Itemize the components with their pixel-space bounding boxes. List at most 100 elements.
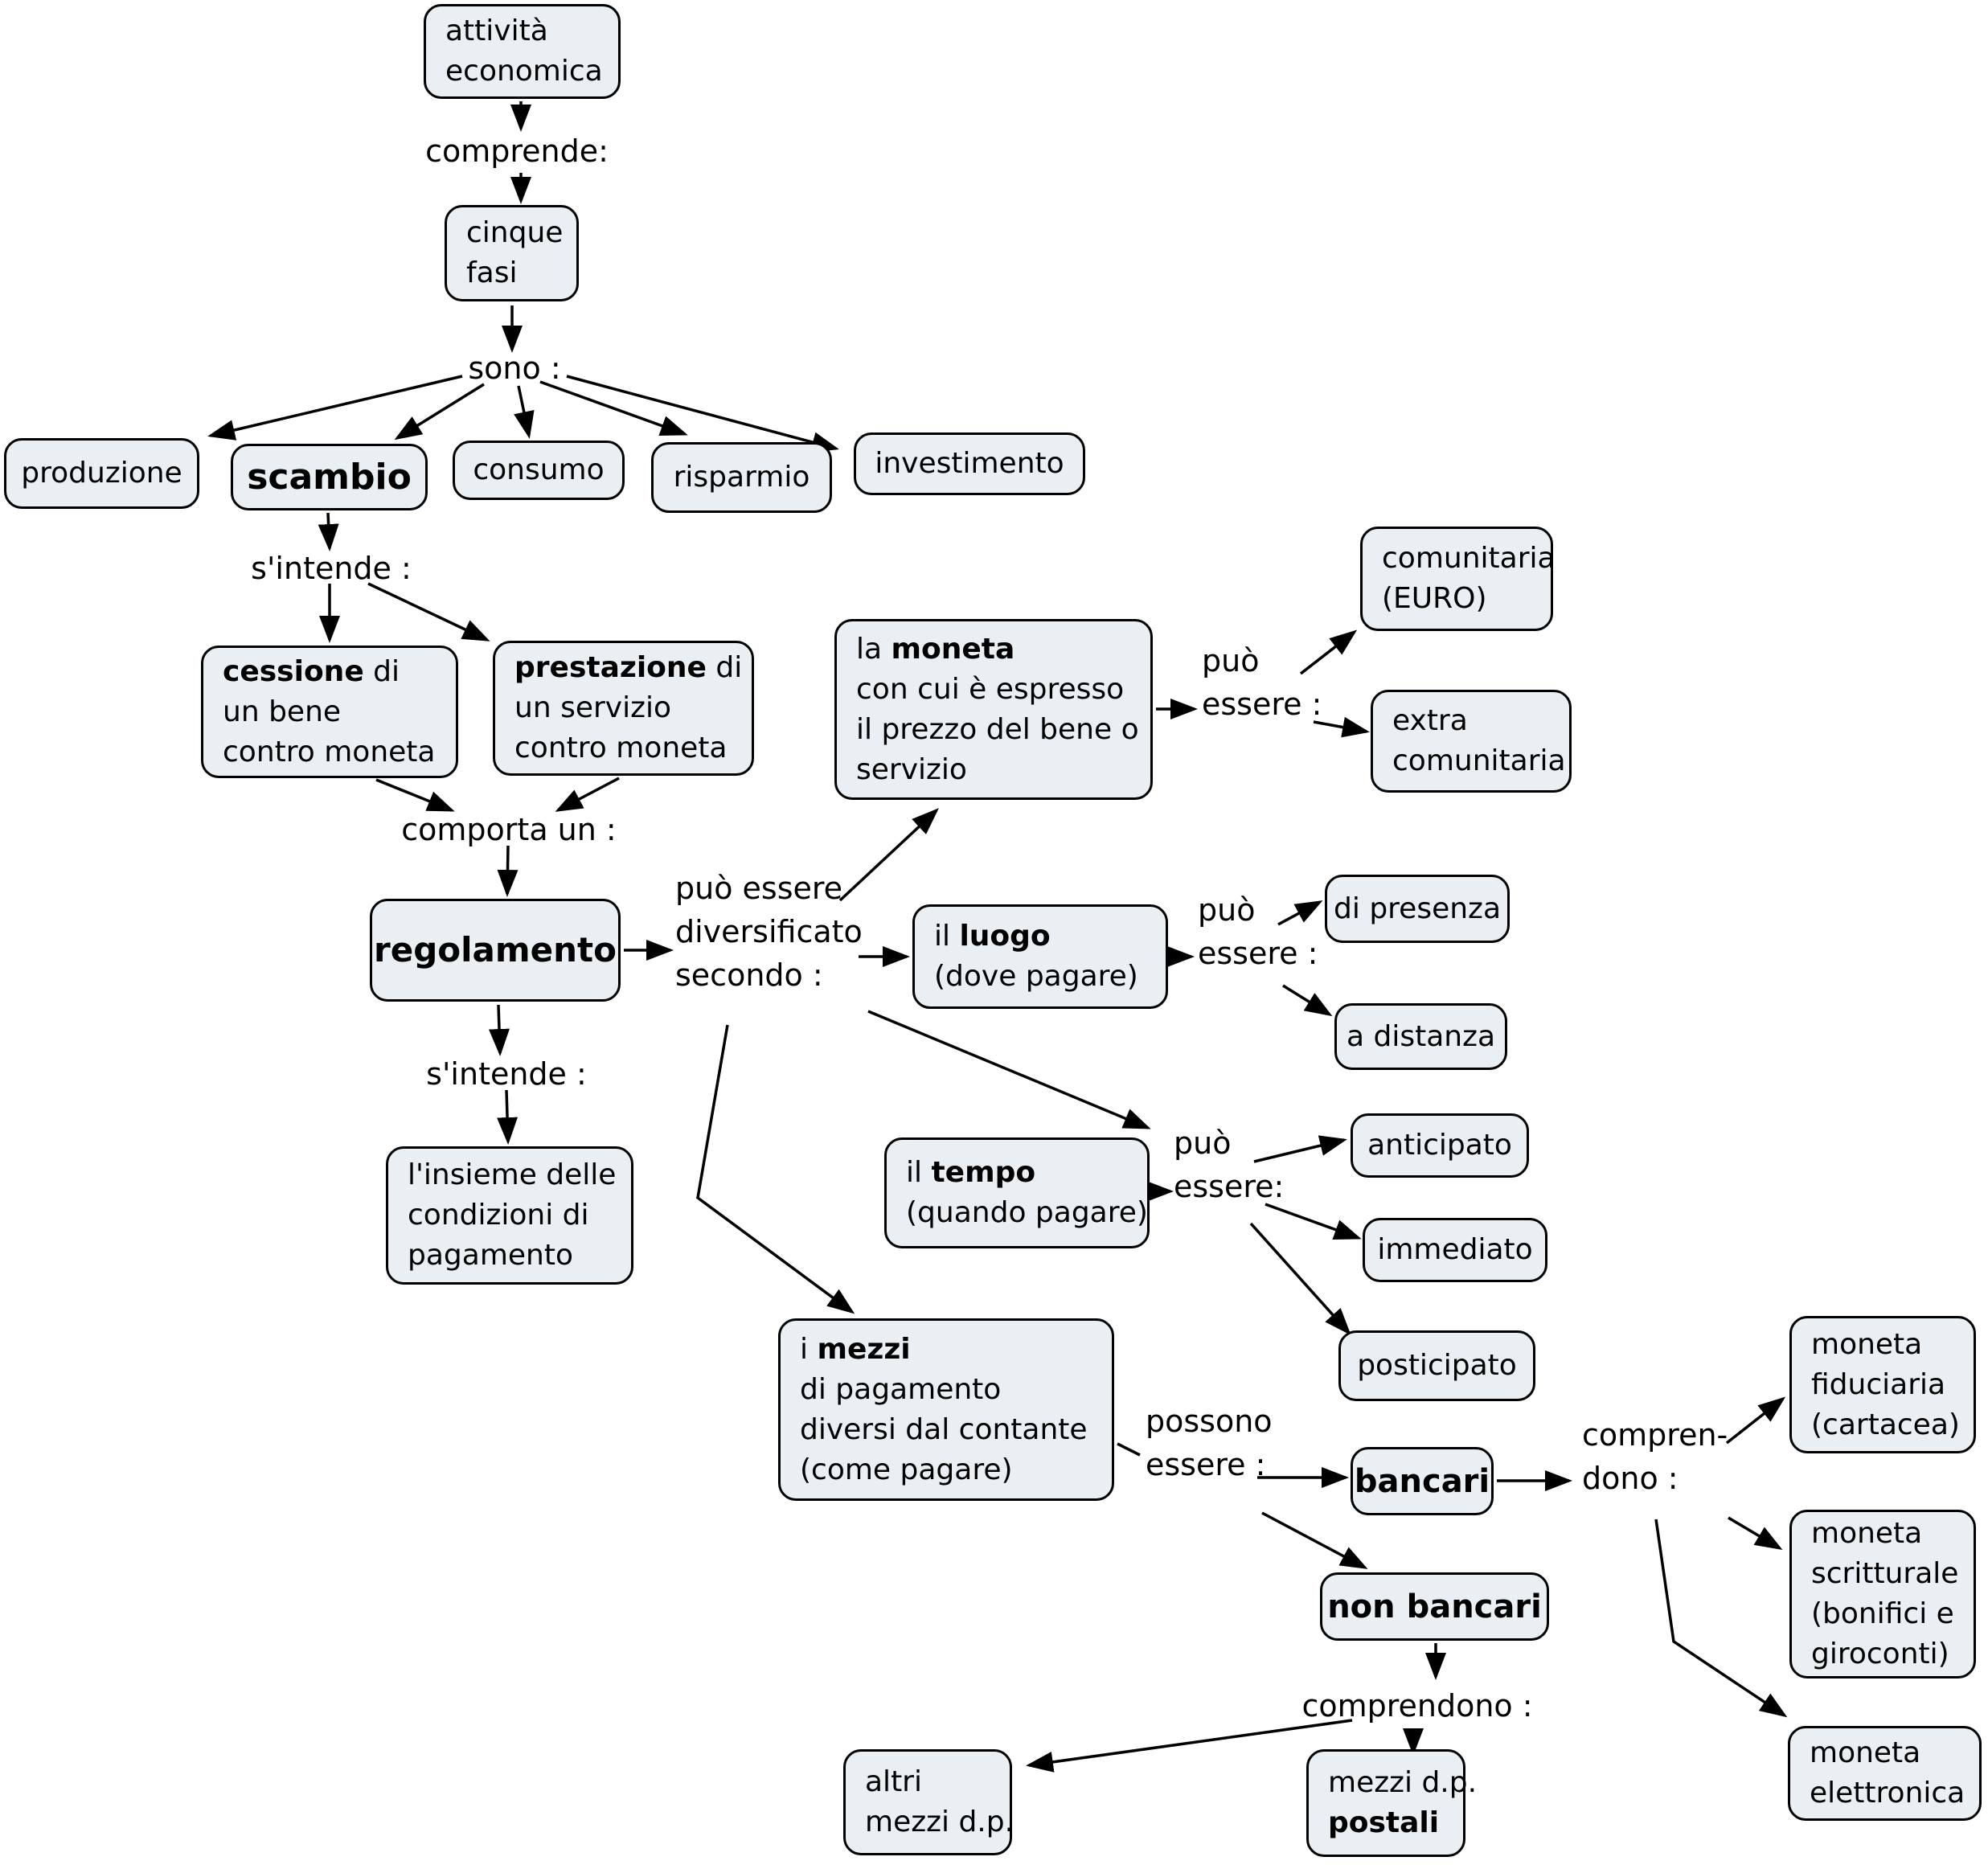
node-text: di pagamento [800, 1372, 1002, 1406]
node-text-line: contro moneta [223, 732, 437, 773]
node-non-bancari[interactable]: non bancari [1320, 1572, 1549, 1641]
node-text: attività [445, 14, 548, 47]
node-text: (EURO) [1382, 582, 1487, 615]
node-text-line: (bonifici e [1811, 1594, 1954, 1634]
node-text: fiduciaria [1811, 1367, 1946, 1401]
node-text-line: investimento [875, 444, 1064, 484]
node-text: (come pagare) [800, 1453, 1013, 1486]
link-label-line: s'intende : [426, 1056, 587, 1092]
node-text-line: a distanza [1347, 1017, 1495, 1057]
node-text-line: la moneta [856, 629, 1131, 670]
link-label-line: può [1202, 643, 1260, 678]
node-text-line: moneta [1810, 1733, 1960, 1773]
node-text-line: con cui è espresso [856, 670, 1131, 710]
link-label-s-intende-regolamento: s'intende : [426, 1052, 587, 1096]
node-text: la [856, 632, 892, 666]
node-moneta-fiduciaria[interactable]: moneta fiduciaria (cartacea) [1789, 1316, 1976, 1453]
node-text: il [934, 920, 960, 953]
link-label-comprende: comprende: [425, 129, 609, 173]
node-text-line: moneta [1811, 1514, 1954, 1554]
node-attivita-economica[interactable]: attività economica [424, 4, 621, 99]
link-label-line: sono : [468, 350, 561, 386]
edge-prestazione-comporta [555, 777, 620, 812]
node-text: moneta [1811, 1327, 1923, 1361]
node-posticipato[interactable]: posticipato [1338, 1330, 1535, 1401]
node-il-tempo[interactable]: il tempo(quando pagare) [884, 1137, 1150, 1248]
node-text: fasi [466, 256, 518, 289]
node-mezzi-dp-postali[interactable]: mezzi d.p. postali [1306, 1749, 1477, 1857]
node-consumo[interactable]: consumo [453, 441, 625, 500]
node-text: pagamento [408, 1239, 573, 1272]
node-text-line: (dove pagare) [934, 957, 1146, 997]
node-immediato[interactable]: immediato [1363, 1218, 1547, 1282]
node-anticipato[interactable]: anticipato [1351, 1113, 1529, 1178]
node-text-line: elettronica [1810, 1773, 1965, 1814]
node-text-line: l'insieme delle [408, 1155, 616, 1195]
node-text: elettronica [1810, 1777, 1965, 1810]
link-label-line: può essere [675, 871, 843, 906]
node-text: comunitaria [1382, 542, 1556, 575]
link-label-line: possono [1146, 1404, 1273, 1439]
node-text-line: (quando pagare) [906, 1193, 1148, 1233]
node-text: risparmio [673, 461, 810, 494]
node-risparmio[interactable]: risparmio [651, 442, 832, 513]
node-text-line: giroconti) [1811, 1634, 1954, 1674]
link-label-line: essere: [1174, 1169, 1285, 1204]
node-regolamento[interactable]: regolamento [370, 899, 621, 1002]
node-text-line: diversi dal contante [800, 1410, 1092, 1450]
link-label-line: dono : [1582, 1461, 1679, 1496]
node-text: un servizio [514, 691, 672, 724]
node-text-line: (come pagare) [800, 1450, 1092, 1490]
node-text-line: cessione di [223, 652, 437, 692]
node-a-distanza[interactable]: a distanza [1334, 1003, 1507, 1070]
node-comunitaria-euro[interactable]: comunitaria (EURO) [1360, 527, 1556, 631]
node-text: (dove pagare) [934, 960, 1138, 993]
node-text: contro moneta [223, 735, 436, 769]
node-text-line: contro moneta [514, 728, 732, 769]
node-text-line: prestazione di [514, 648, 742, 688]
node-text: produzione [21, 457, 182, 490]
node-text-line: pagamento [408, 1236, 612, 1276]
edge-possono-nonbancari [1261, 1511, 1368, 1569]
node-text-bold: scambio [247, 456, 412, 498]
node-scambio[interactable]: scambio [231, 444, 428, 510]
node-text-line: bancari [1355, 1461, 1490, 1502]
node-text-line: moneta [1811, 1325, 1954, 1365]
node-text-bold: bancari [1354, 1462, 1490, 1500]
node-bancari[interactable]: bancari [1351, 1447, 1494, 1515]
node-text-line: postali [1328, 1803, 1444, 1843]
node-text: (bonifici e [1811, 1597, 1954, 1630]
node-text: mezzi d.p. [1328, 1766, 1478, 1799]
node-moneta-elettronica[interactable]: moneta elettronica [1788, 1726, 1982, 1821]
node-text: economica [445, 55, 603, 88]
node-text: moneta [1810, 1736, 1921, 1769]
node-di-presenza[interactable]: di presenza [1325, 875, 1510, 943]
link-label-line: diversificato [675, 914, 863, 949]
node-il-luogo[interactable]: il luogo(dove pagare) [912, 904, 1168, 1009]
node-text-bold: postali [1328, 1806, 1440, 1839]
node-text-line: il prezzo del bene o [856, 710, 1139, 750]
node-text-line: il luogo [934, 916, 1146, 957]
node-investimento[interactable]: investimento [854, 432, 1085, 495]
node-text: di [363, 654, 400, 688]
node-text-line: (cartacea) [1811, 1405, 1960, 1445]
edge-puodiv-moneta [838, 808, 939, 902]
link-label-line: s'intende : [251, 551, 412, 586]
node-text: comunitaria [1392, 744, 1566, 777]
node-text: contro moneta [514, 732, 728, 764]
node-produzione[interactable]: produzione [4, 438, 199, 509]
node-text-line: anticipato [1367, 1125, 1512, 1166]
